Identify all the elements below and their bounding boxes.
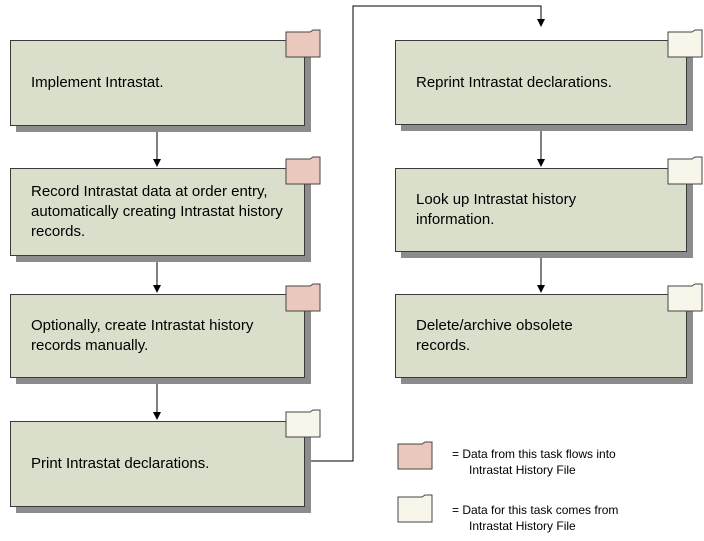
step-label: Implement Intrastat. xyxy=(31,74,164,91)
step-box-print: Print Intrastat declarations. xyxy=(10,421,305,507)
arrow-step4-to-step5 xyxy=(305,5,545,462)
folder-comes-from-icon xyxy=(667,29,703,58)
step-label: Optionally, create Intrastat history rec… xyxy=(31,317,254,354)
legend-comes-from-line2: Intrastat History File xyxy=(469,519,576,533)
legend-flows-into-line1: = Data from this task flows into xyxy=(452,447,616,461)
folder-flows-into-icon xyxy=(285,29,321,58)
step-box-reprint: Reprint Intrastat declarations. xyxy=(395,40,687,125)
folder-comes-from-icon xyxy=(285,409,321,438)
step-label: Record Intrastat data at order entry, au… xyxy=(31,183,283,240)
step-box-record-data: Record Intrastat data at order entry, au… xyxy=(10,168,305,256)
legend-folder-flows-into-icon xyxy=(397,441,433,470)
step-box-implement: Implement Intrastat. xyxy=(10,40,305,126)
step-label: Delete/archive obsolete records. xyxy=(416,317,573,354)
legend-flows-into-line2: Intrastat History File xyxy=(469,463,576,477)
folder-flows-into-icon xyxy=(285,156,321,185)
legend-comes-from-line1: = Data for this task comes from xyxy=(452,503,619,517)
step-label: Reprint Intrastat declarations. xyxy=(416,73,612,91)
folder-comes-from-icon xyxy=(667,156,703,185)
step-box-delete-archive: Delete/archive obsolete records. xyxy=(395,294,687,378)
folder-flows-into-icon xyxy=(285,283,321,312)
legend-folder-comes-from-icon xyxy=(397,494,433,523)
folder-comes-from-icon xyxy=(667,283,703,312)
step-box-create-manually: Optionally, create Intrastat history rec… xyxy=(10,294,305,378)
step-label: Look up Intrastat history information. xyxy=(416,191,577,228)
step-label: Print Intrastat declarations. xyxy=(31,455,210,472)
step-box-lookup: Look up Intrastat history information. xyxy=(395,168,687,252)
